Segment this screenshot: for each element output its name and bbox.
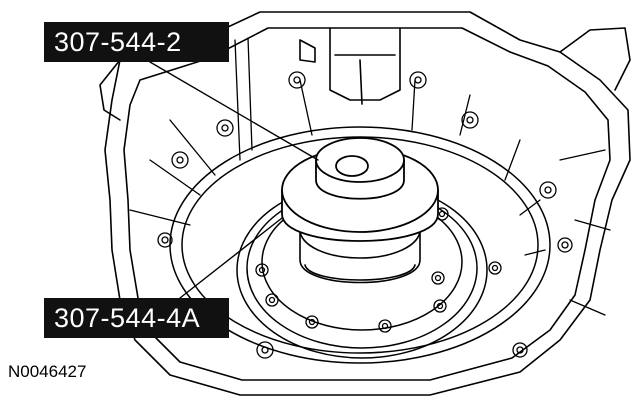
leader-307-544-4A bbox=[179, 217, 283, 299]
callout-leaders bbox=[149, 61, 319, 299]
callout-label-upper-tool: 307-544-2 bbox=[44, 22, 229, 62]
case-housing bbox=[99, 11, 631, 396]
figure-code: N0046427 bbox=[8, 362, 87, 381]
callout-label-lower-tool: 307-544-4A bbox=[44, 298, 229, 338]
tool-upper-disc bbox=[281, 137, 439, 242]
leader-307-544-2 bbox=[149, 61, 319, 161]
